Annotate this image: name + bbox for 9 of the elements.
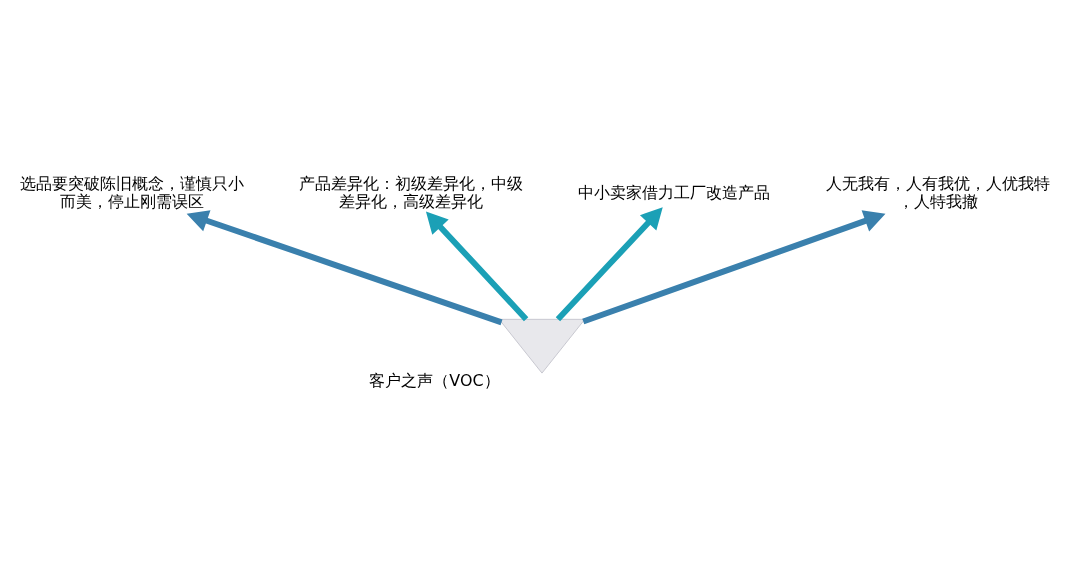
node-text: 选品要突破陈旧概念，谨慎只小而美，停止刚需误区	[19, 173, 244, 211]
node-label: 客户之声（VOC）	[369, 370, 500, 390]
node-text: 产品差异化：初级差异化，中级差异化，高级差异化	[298, 173, 523, 211]
node-text: 中小卖家借力工厂改造产品	[578, 182, 771, 202]
arrow	[186, 209, 503, 325]
arrow	[582, 209, 886, 324]
arrow	[555, 206, 663, 321]
node-text: 人无我有，人有我优，人优我特，人特我撤	[826, 173, 1051, 211]
arrow	[425, 210, 529, 321]
